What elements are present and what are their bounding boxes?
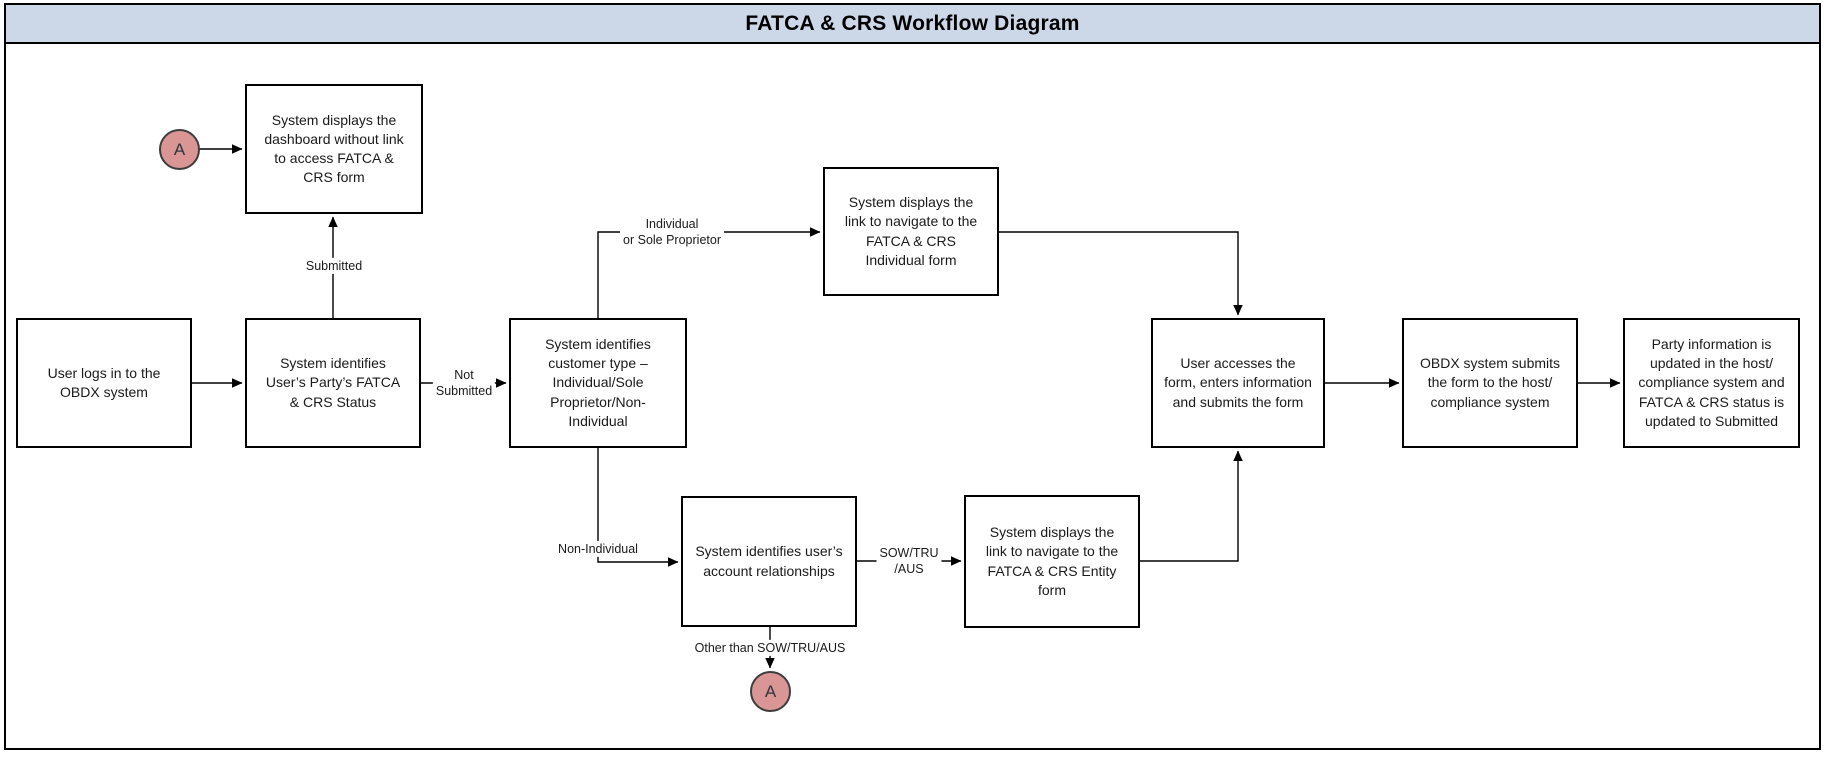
page-title: FATCA & CRS Workflow Diagram	[745, 11, 1080, 35]
edge-label-submitted: Submitted	[302, 257, 366, 275]
node-account-relationships: System identifies user’s account relatio…	[681, 496, 857, 627]
node-dashboard-without-link: System displays the dashboard without li…	[245, 84, 423, 214]
edge-label-individual-or-sole-proprietor: Individual or Sole Proprietor	[620, 215, 724, 249]
edge-customer-type-to-account-relationships	[597, 448, 679, 567]
node-entity-form-link: System displays the link to navigate to …	[964, 495, 1140, 628]
connector-a-bottom: A	[750, 671, 791, 712]
node-entity-form-link-text: System displays the link to navigate to …	[985, 524, 1119, 598]
edge-customer-type-to-individual-form	[597, 227, 821, 318]
node-access-and-submit-form: User accesses the form, enters informati…	[1151, 318, 1325, 448]
node-obdx-submits-form-text: OBDX system submits the form to the host…	[1419, 355, 1561, 410]
node-identify-customer-type: System identifies customer type – Indivi…	[509, 318, 687, 448]
node-dashboard-without-link-text: System displays the dashboard without li…	[264, 111, 404, 186]
node-user-login-text: User logs in to the OBDX system	[47, 364, 161, 400]
edge-entity-form-to-access-form	[1140, 450, 1243, 562]
node-identify-fatca-crs-status-text: System identifies User’s Party’s FATCA &…	[265, 355, 401, 410]
node-identify-customer-type-text: System identifies customer type – Indivi…	[545, 336, 651, 429]
connector-a-top-label: A	[173, 139, 186, 159]
edge-label-not-submitted: Not Submitted	[432, 366, 496, 400]
edge-label-sow-tru-aus: SOW/TRU /AUS	[876, 544, 942, 578]
edge-label-other-than-sow-tru-aus: Other than SOW/TRU/AUS	[691, 639, 849, 657]
node-obdx-submits-form: OBDX system submits the form to the host…	[1402, 318, 1578, 448]
node-party-information-updated: Party information is updated in the host…	[1623, 318, 1800, 448]
edge-individual-form-to-access-form	[999, 231, 1243, 316]
diagram-title-bar: FATCA & CRS Workflow Diagram	[4, 3, 1821, 44]
node-identify-fatca-crs-status: System identifies User’s Party’s FATCA &…	[245, 318, 421, 448]
node-individual-form-link: System displays the link to navigate to …	[823, 167, 999, 296]
node-account-relationships-text: System identifies user’s account relatio…	[695, 543, 843, 579]
node-user-login: User logs in to the OBDX system	[16, 318, 192, 448]
edge-label-non-individual: Non-Individual	[555, 540, 641, 558]
node-individual-form-link-text: System displays the link to navigate to …	[844, 194, 978, 268]
connector-a-bottom-label: A	[764, 681, 777, 701]
node-party-information-updated-text: Party information is updated in the host…	[1638, 336, 1785, 429]
node-access-and-submit-form-text: User accesses the form, enters informati…	[1164, 355, 1312, 410]
connector-a-top: A	[159, 129, 200, 170]
